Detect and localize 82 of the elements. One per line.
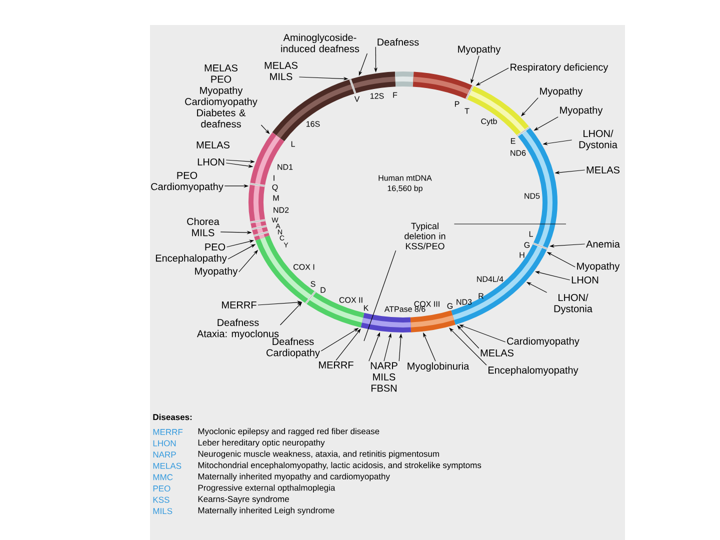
disease-label: Anemia [586,240,620,248]
gene-label: D [320,287,326,293]
abbreviation: NARP [153,452,176,458]
gene-label: ND3 [456,299,472,305]
definition: Kearns-Sayre syndrome [198,496,289,504]
definition: Myoclonic epilepsy and ragged red fiber disease [198,428,380,436]
gene-label: L [291,141,295,147]
gene-label: Q [272,184,278,192]
gene-label: R [478,293,484,299]
gene-label: F [393,92,398,98]
legend-heading: Diseases: [153,414,192,420]
definition: Maternally inherited Leigh syndrome [198,507,334,516]
disease-label: Deafness Cardiopathy [266,338,320,358]
disease-label: MELAS [586,166,620,174]
disease-label: Myopathy [458,45,501,55]
disease-label: Deafness Ataxia: myoclonus [196,318,279,340]
disease-label: MELAS [480,349,514,357]
abbreviation: PEO [153,485,170,492]
disease-label: MERRF [222,302,256,308]
definition: Progressive external opthalmoplegia [198,484,336,492]
disease-label: LHON [572,276,598,284]
gene-label: P [455,101,460,107]
gene-label: V [354,96,360,102]
disease-label: NARP MILS FBSN [370,362,398,392]
gene-label: ND2 [274,207,289,213]
disease-label: Myopathy [560,106,603,116]
gene-label: L [529,231,533,237]
disease-label: MELAS MILS [264,62,298,80]
gene-label: G [447,303,453,309]
arrow [449,328,487,366]
disease-label: Myopathy [540,87,583,97]
disease-label: Myopathy [195,267,238,277]
disease-label: Encephalomyopathy [488,366,578,376]
disease-label: LHON [198,158,224,166]
disease-label: Encephalopathy [156,254,227,264]
disease-label: PEO [205,243,226,251]
gene-label: K [364,305,369,311]
gene-label: ATPase 8/6 [384,306,426,312]
leader-line [364,250,396,342]
definition: Mitochondrial encephalomyopathy, lactic acidosis, and strokelike symptoms [198,462,482,470]
disease-label: MELAS [196,141,230,149]
disease-label: LHON/ Dystonia [579,130,618,150]
gene-label: E [511,138,516,144]
gene-label: ND1 [278,164,293,170]
gene-label: H [520,252,524,258]
disease-label: Myoglobinuria [408,362,470,372]
disease-label: Cardiomyopathy [507,337,580,347]
arrow [521,98,538,116]
disease-label: PEO Cardiomyopathy [151,172,224,192]
deletion-label: Typical deletion in KSS/PEO [404,222,446,250]
disease-label: Myopathy [577,262,620,272]
genome-title: Human mtDNA [378,175,432,181]
definition: Leber hereditary optic neuropathy [198,439,325,448]
gene-label: COX III [414,301,440,307]
abbreviation: KSS [153,496,170,503]
disease-label: LHON/ Dystonia [554,294,592,314]
gene-label: G [524,242,530,248]
gene-label: Cytb [481,118,497,126]
gene-label: COX II [339,297,362,303]
disease-label: Aminoglycoside-induced deafness [281,34,360,52]
gene-label: M [273,195,279,201]
genome-size: 16,560 bp [388,185,422,193]
gene-label: ND4L/4 [477,276,504,282]
gene-label: S [310,281,316,287]
gene-label: 12S [370,93,384,99]
disease-label: Deafness [378,38,419,46]
abbreviation: MMC [153,474,173,480]
gene-label: ND6 [510,150,526,156]
definition: Maternally inherited myopathy and cardiomyopathy [198,473,390,482]
abbreviation: MERRF [153,429,183,435]
disease-label: MELAS PEO Myopathy Cardiomyopathy Diabetes & deafness [185,64,258,128]
abbreviation: MELAS [153,462,182,469]
gene-label: COX I [294,264,314,270]
disease-label: Chorea MILS [187,218,220,236]
disease-label: Respiratory deficiency [510,63,608,73]
gene-label: T [464,108,470,114]
abbreviation: MILS [153,508,172,514]
gene-label: 16S [306,121,320,127]
abbreviation: LHON [153,440,176,446]
gene-label: ND5 [524,193,540,199]
definition: Neurogenic muscle weakness, ataxia, and retinitis pigmentosum [198,450,439,459]
disease-label: MERRF [319,362,354,368]
